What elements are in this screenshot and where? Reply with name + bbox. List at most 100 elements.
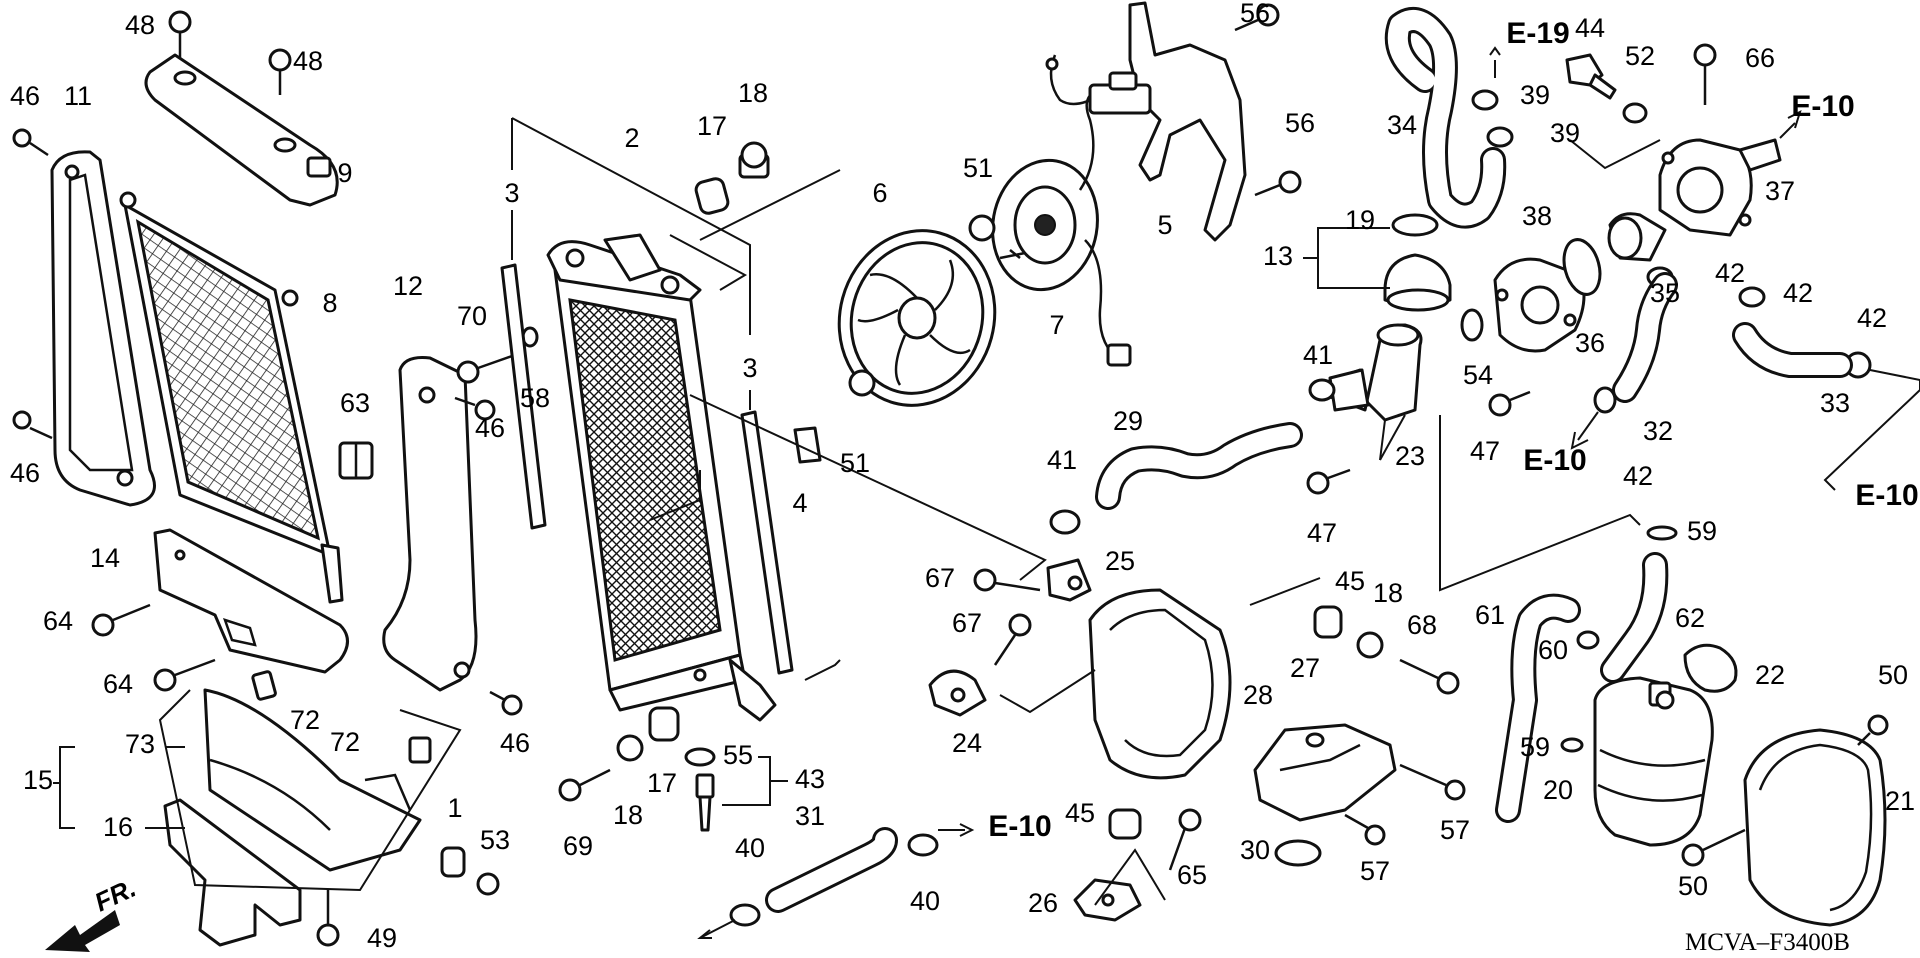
reservoir-tank-20 (1593, 676, 1714, 847)
callout-number: 67 (925, 563, 955, 593)
callout-number: 52 (1625, 41, 1655, 71)
callout-number: 19 (1345, 205, 1375, 235)
nut-51-bottom (848, 369, 876, 397)
callout-number: 38 (1522, 201, 1552, 231)
clamp-40-b (907, 833, 939, 857)
callout-number: 29 (1113, 406, 1143, 436)
callout-number: 56 (1285, 108, 1315, 138)
clip-63 (338, 441, 374, 480)
collar-18-top (738, 141, 770, 179)
callout-number: 45 (1335, 566, 1365, 596)
callout-number: 14 (90, 543, 120, 573)
radiator-shroud-11 (50, 150, 156, 507)
hose-31 (765, 827, 898, 913)
callout-number: 73 (125, 729, 155, 759)
water-pump-cover-37 (1658, 138, 1782, 237)
bolt-57-a (1399, 763, 1466, 801)
callout-number: 34 (1387, 110, 1417, 140)
callout-number: 44 (1575, 13, 1605, 43)
fan-bracket-5 (1088, 1, 1247, 242)
lower-cover-73 (203, 688, 422, 872)
cap-seal-19 (1391, 213, 1439, 237)
callout-number: 40 (735, 833, 765, 863)
callout-number: 42 (1715, 258, 1745, 288)
callout-number: 15 (23, 765, 53, 795)
callout-number: 55 (723, 740, 753, 770)
radiator-cap-13 (1383, 253, 1452, 312)
lower-guard-16 (163, 798, 302, 947)
callout-number: 12 (393, 271, 423, 301)
reference-label: E-19 (1506, 17, 1569, 50)
callout-number: 45 (1065, 798, 1095, 828)
bolt-50-b (1681, 828, 1746, 867)
thermostat-35 (1607, 212, 1667, 262)
grommet-17-top (694, 177, 730, 215)
callout-number: 67 (952, 608, 982, 638)
front-arrow-icon (45, 910, 120, 952)
grommet-1 (440, 846, 466, 878)
bolt-48-right (268, 48, 292, 95)
clip-59-top (1646, 525, 1678, 541)
callout-number: 46 (10, 458, 40, 488)
callout-number: 47 (1307, 518, 1337, 548)
reservoir-cap-22 (1683, 643, 1738, 693)
callout-number: 25 (1105, 546, 1135, 576)
hose-34 (1384, 7, 1507, 229)
callout-number: 18 (1373, 578, 1403, 608)
callout-number: 59 (1687, 516, 1717, 546)
callout-number: 46 (10, 81, 40, 111)
callout-number: 49 (367, 923, 397, 953)
clamp-41-b (1049, 509, 1081, 535)
grommet-45-a (1313, 605, 1343, 639)
callout-number: 46 (475, 413, 505, 443)
callout-number: 70 (457, 301, 487, 331)
bolt-49 (316, 890, 340, 947)
washer-52 (1622, 102, 1648, 124)
callout-number: 18 (613, 800, 643, 830)
callout-number: 18 (738, 78, 768, 108)
callout-number: 17 (697, 111, 727, 141)
callout-number: 58 (520, 383, 550, 413)
radiator-grille-8 (119, 191, 344, 604)
bolt-67-a (973, 568, 1041, 592)
clamp-39-b (1486, 126, 1514, 148)
hose-62 (1600, 552, 1669, 683)
hose-61 (1495, 593, 1581, 823)
callout-number: 41 (1303, 340, 1333, 370)
callout-number: 37 (1765, 176, 1795, 206)
bracket-26 (1073, 878, 1142, 922)
callout-number: 51 (963, 153, 993, 183)
callout-number: 20 (1543, 775, 1573, 805)
reference-label: E-10 (988, 810, 1051, 843)
callout-number: 57 (1360, 856, 1390, 886)
callout-number: 40 (910, 886, 940, 916)
callout-number: 46 (500, 728, 530, 758)
bolt-50-a (1857, 714, 1889, 746)
callout-number: 72 (330, 727, 360, 757)
callout-number: 50 (1678, 871, 1708, 901)
callout-number: 7 (1049, 310, 1064, 340)
o-ring-54 (1460, 308, 1484, 342)
front-label: FR. (90, 873, 141, 918)
bolt-48-top (168, 10, 192, 58)
callout-number: 13 (1263, 241, 1293, 271)
lower-bracket-14 (153, 528, 349, 674)
clip-72-a (251, 670, 277, 701)
callout-number: 8 (322, 288, 337, 318)
bolt-46-c (454, 396, 496, 421)
callout-number: 2 (624, 123, 639, 153)
callout-number: 21 (1885, 786, 1915, 816)
nut-51-top (968, 214, 996, 242)
callout-number: 41 (1047, 445, 1077, 475)
callout-number: 9 (337, 158, 352, 188)
fan-shroud-28 (1088, 588, 1232, 780)
hose-32 (1612, 272, 1678, 403)
filler-neck-23 (1323, 323, 1423, 422)
bracket-25 (1046, 558, 1092, 602)
callout-number: 5 (1157, 210, 1172, 240)
reference-label: E-10 (1791, 90, 1854, 123)
callout-number: 42 (1857, 303, 1887, 333)
callout-number: 48 (125, 10, 155, 40)
